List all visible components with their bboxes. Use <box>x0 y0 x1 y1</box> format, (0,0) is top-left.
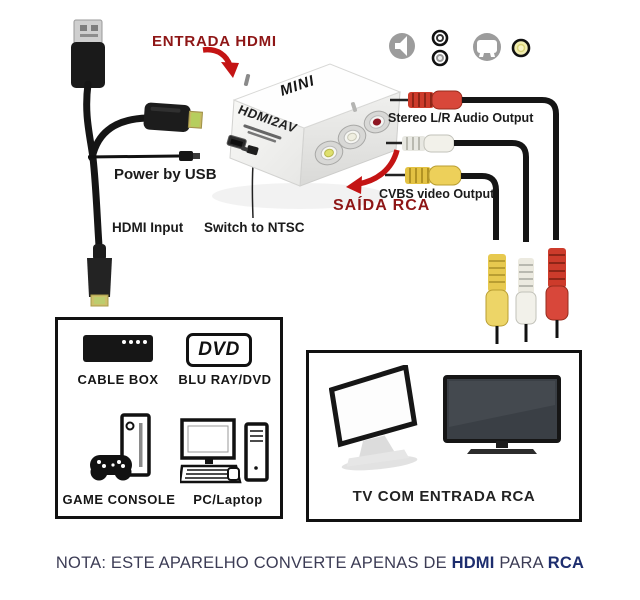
mini-usb-port <box>226 134 247 150</box>
cvbs-video-output-label: CVBS video Output <box>379 187 495 201</box>
hdmi-input-label: HDMI Input <box>112 220 184 235</box>
blu-ray-dvd-label: BLU RAY/DVD <box>178 372 272 387</box>
pc-icon <box>180 418 269 484</box>
game-console-icon <box>90 413 151 481</box>
ntsc-switch <box>241 145 259 156</box>
hdmi-plug <box>143 102 204 132</box>
speaker-icon <box>389 33 415 59</box>
hdmi2av-converter: MINI HDMI2AV <box>212 63 402 209</box>
entrada-arrow-icon <box>202 46 239 78</box>
audio-cable-red <box>390 90 559 240</box>
hdmi-slot-mark <box>243 74 251 86</box>
tv-icon <box>473 33 501 61</box>
cable-box-leds <box>122 340 147 344</box>
imac-monitor-icon <box>329 365 418 471</box>
dvd-logo-text: DVD <box>198 339 240 360</box>
note-rca: RCA <box>547 554 585 572</box>
cable-box-label: CABLE BOX <box>77 372 159 387</box>
rca-plug-white <box>515 258 537 342</box>
model-subtitle-illegible <box>243 124 282 143</box>
cable-box-icon <box>83 335 153 362</box>
note-hdmi: HDMI <box>451 554 495 572</box>
note-prefix: NOTA: ESTE APARELHO CONVERTE APENAS DE <box>55 554 452 572</box>
rca-plug-red <box>545 248 569 338</box>
note-text: NOTA: ESTE APARELHO CONVERTE APENAS DE H… <box>0 554 640 573</box>
usb-a-connector <box>71 19 105 88</box>
switch-to-ntsc-label: Switch to NTSC <box>204 220 305 235</box>
audio-rca-jacks-icon <box>431 29 449 67</box>
rca-plug-yellow <box>485 254 509 344</box>
dvd-logo: DVD <box>186 333 252 367</box>
video-rca-jack-icon <box>511 38 531 58</box>
note-middle: PARA <box>494 554 548 572</box>
video-cable-yellow <box>385 165 499 240</box>
entrada-hdmi-label: ENTRADA HDMI <box>152 33 277 50</box>
flat-tv-icon <box>443 375 561 454</box>
rca-jack-white <box>337 124 367 150</box>
saida-arrow-icon <box>346 149 400 194</box>
tv-box: TV COM ENTRADA RCA <box>306 350 582 522</box>
rca-jack-yellow <box>314 140 344 166</box>
tv-box-label: TV COM ENTRADA RCA <box>352 488 536 505</box>
rca-jack-red <box>363 110 391 134</box>
saida-rca-label: SAÍDA RCA <box>333 197 431 214</box>
hdmi-input-connector <box>87 244 112 307</box>
source-devices-box: CABLE BOX DVD BLU RAY/DVD GAME CONSOLE <box>55 317 283 519</box>
stereo-audio-output-label: Stereo L/R Audio Output <box>388 111 534 125</box>
power-by-usb-label: Power by USB <box>114 166 217 183</box>
game-console-label: GAME CONSOLE <box>62 492 176 507</box>
pc-laptop-label: PC/Laptop <box>193 492 263 507</box>
audio-cable-white <box>386 134 529 242</box>
usb-power-cable <box>87 151 200 161</box>
